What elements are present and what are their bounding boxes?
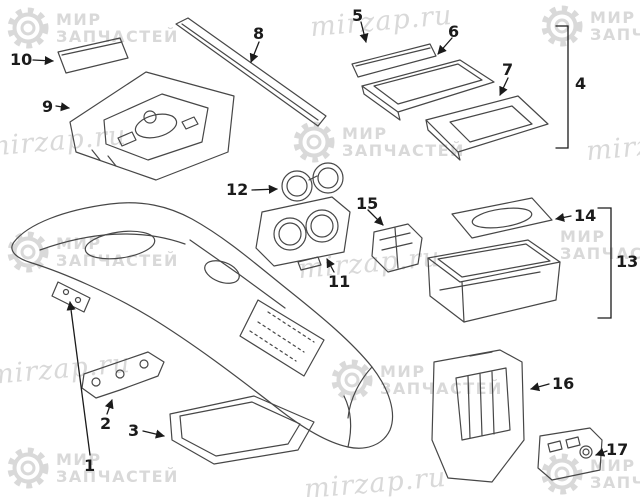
pad-drawing: [57, 37, 129, 74]
floor-mat-drawing: [169, 395, 315, 465]
switch-cluster-drawing: [537, 427, 603, 481]
mat-drawing: [451, 197, 553, 239]
arrow-5: [359, 21, 369, 43]
arrow-1: [66, 301, 91, 456]
arrow-6: [437, 37, 453, 55]
arrow-14: [555, 212, 572, 222]
mounting-bracket-drawing: [81, 351, 165, 399]
arrow-9: [55, 102, 70, 112]
part-drawings: [11, 17, 603, 483]
arrow-11: [326, 258, 335, 273]
console-texture: [249, 311, 315, 362]
console-body-drawing: [11, 202, 394, 449]
storage-box-drawing: [427, 239, 561, 323]
callout-arrows: [32, 21, 612, 457]
arrow-12: [251, 184, 278, 194]
arrow-17: [595, 447, 608, 457]
cup-holder-drawing: [255, 196, 351, 271]
arrow-16: [530, 382, 550, 392]
shifter-trim-drawing: [69, 71, 235, 181]
tray-drawing: [361, 59, 495, 121]
small-bracket-drawing: [371, 223, 423, 273]
arrow-8: [249, 41, 260, 63]
bracket-13: [597, 207, 612, 319]
flat-bar-drawing: [351, 43, 437, 78]
rings-drawing: [281, 162, 344, 202]
arrow-10: [32, 56, 54, 66]
rear-panel-drawing: [431, 349, 525, 483]
arrow-7: [499, 77, 509, 96]
bracket-4: [555, 25, 569, 149]
arrow-2: [104, 399, 114, 415]
cover-panel-drawing: [425, 95, 549, 161]
arrow-3: [142, 429, 165, 439]
arrow-15: [367, 209, 384, 226]
trim-strip-drawing: [175, 17, 327, 127]
